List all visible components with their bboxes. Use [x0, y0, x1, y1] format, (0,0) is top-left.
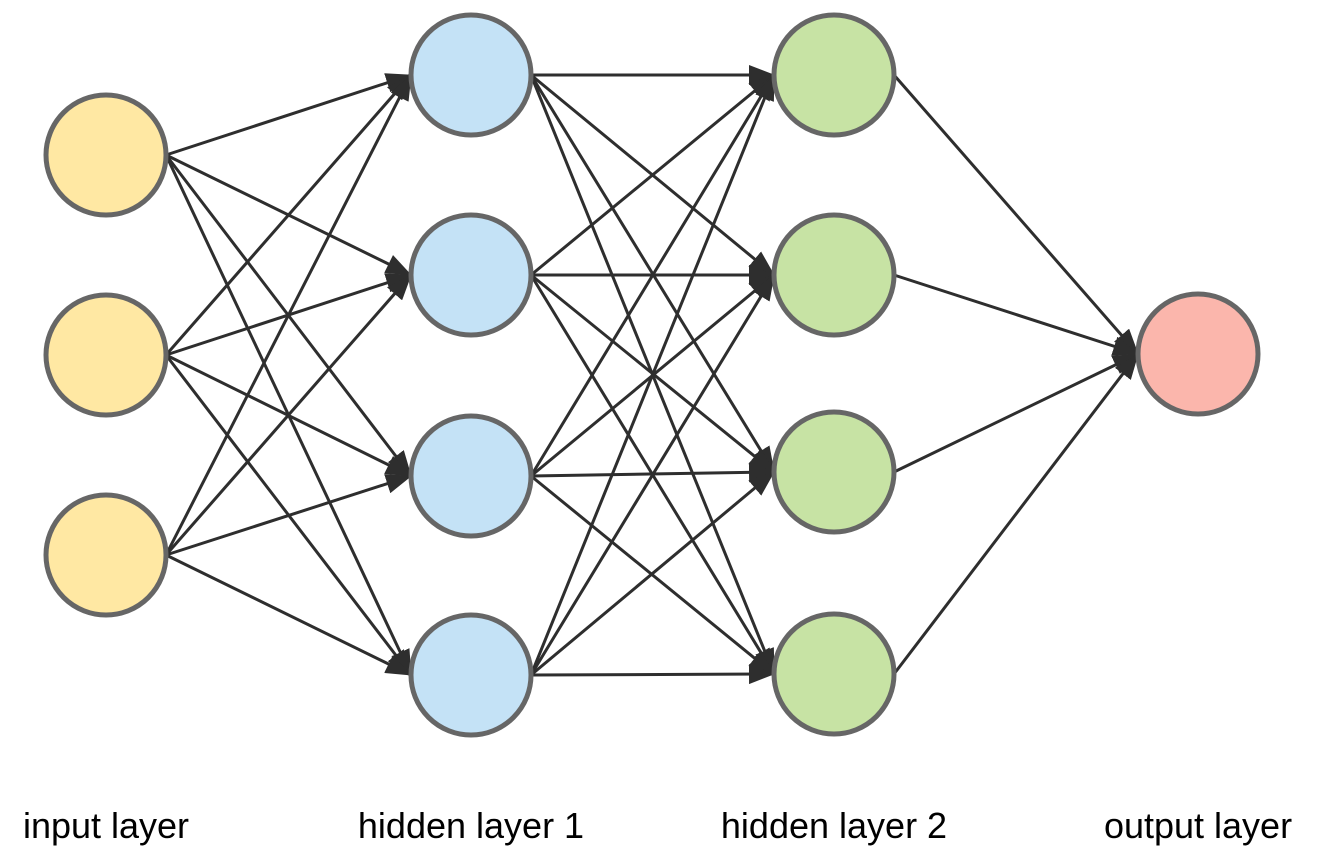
node-hidden1-4: [408, 612, 534, 738]
layer-label-hidden2: hidden layer 2: [720, 805, 948, 846]
layer-label-hidden1: hidden layer 1: [357, 805, 585, 846]
edge-input-1-to-hidden1-1: [165, 73, 412, 157]
node-hidden1-3: [408, 413, 534, 539]
edge-hidden1-4-to-hidden2-3: [530, 470, 775, 677]
node-input-1: [43, 92, 169, 218]
node-input-2: [43, 292, 169, 418]
edges: [164, 65, 1140, 685]
edge-hidden1-3-to-hidden2-1: [529, 74, 776, 477]
layer-label-input: input layer: [22, 805, 190, 846]
node-hidden2-1: [771, 12, 897, 138]
edge-input-3-to-hidden1-4: [165, 553, 412, 677]
node-hidden1-1: [408, 12, 534, 138]
node-hidden1-2: [408, 212, 534, 338]
node-output-1: [1135, 291, 1261, 417]
edge-hidden1-4-to-hidden2-4: [530, 664, 775, 685]
edge-input-3-to-hidden1-1: [164, 74, 413, 556]
node-input-3: [43, 492, 169, 618]
edge-input-3-to-hidden1-2: [164, 274, 413, 556]
node-hidden2-2: [771, 212, 897, 338]
edge-hidden2-4-to-output-1: [892, 353, 1140, 675]
node-hidden2-4: [771, 611, 897, 737]
layer-label-output: output layer: [1103, 805, 1293, 846]
node-hidden2-3: [771, 409, 897, 535]
edge-input-3-to-hidden1-3: [165, 474, 412, 557]
edge-hidden2-3-to-output-1: [893, 352, 1139, 474]
edge-input-2-to-hidden1-1: [164, 74, 413, 356]
edge-hidden1-4-to-hidden2-2: [529, 274, 776, 676]
edge-hidden2-2-to-output-1: [893, 273, 1139, 356]
edge-hidden2-1-to-output-1: [892, 74, 1140, 355]
nodes: [43, 12, 1261, 738]
edge-hidden1-2-to-hidden2-1: [530, 73, 775, 277]
edge-hidden1-4-to-hidden2-1: [529, 74, 776, 676]
